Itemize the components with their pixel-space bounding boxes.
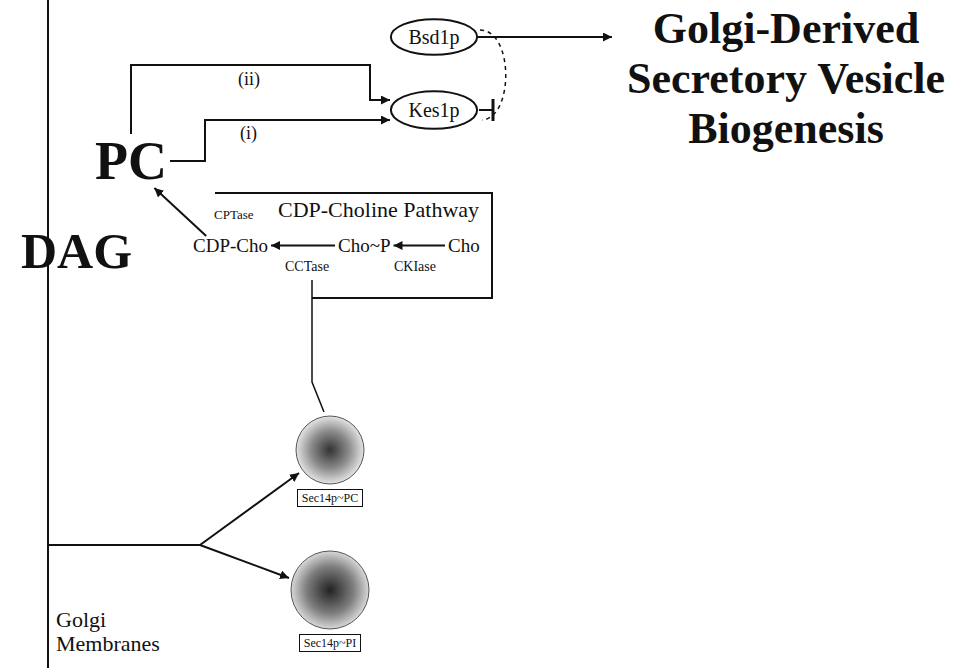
compartment-label: Golgi Membranes [56,608,176,656]
sec14-complex: Sec14p~PI [285,550,375,652]
golgi-membrane-line [47,0,49,668]
node-text: PC [92,134,170,188]
pathway-arrow [154,188,206,236]
edge-label: (ii) [236,70,262,90]
edge-label: CPTase [212,208,256,222]
pathway-arrow [271,245,335,247]
pathway-arrow [131,65,390,134]
vesicle-circle [285,415,375,485]
membrane-arrow [200,545,289,578]
regulation-leader [312,280,324,412]
node-text: Cho~P [335,236,394,255]
pathway-title: CDP-Choline Pathway [278,198,479,222]
protein-name: Bsd1p [405,27,462,47]
node-text: DAG [18,226,135,276]
edge-label: CKIase [392,259,438,274]
node-text: Cho [445,236,483,255]
node-text: CDP-Cho [190,236,271,255]
inhibition-stem [479,109,492,111]
protein-oval: Bsd1p [390,18,478,56]
lipid-label: PC [92,134,170,188]
sec14-complex: Sec14p~PC [285,415,375,507]
pathway-arrow [478,36,612,38]
pathway-arrow [170,120,390,161]
vesicle-circle [285,550,375,630]
edge-label: CCTase [283,259,331,274]
membrane-branch [48,544,200,546]
outcome-heading: Golgi-Derived Secretory Vesicle Biogenes… [612,4,960,154]
protein-oval: Kes1p [390,90,478,130]
edge-label: (i) [238,124,259,144]
pathway-arrow [394,245,446,247]
complex-tag: Sec14p~PI [299,634,362,652]
inhibition-bar [492,99,495,121]
node-text: Golgi-Derived Secretory Vesicle Biogenes… [612,4,960,154]
metabolite-label: Cho~P [335,236,394,255]
membrane-arrow [200,473,299,545]
metabolite-label: CDP-Cho [190,236,271,255]
complex-bracket [480,30,506,120]
protein-name: Kes1p [405,100,462,120]
lipid-label: DAG [18,226,135,276]
complex-tag: Sec14p~PC [297,489,364,507]
metabolite-label: Cho [445,236,483,255]
